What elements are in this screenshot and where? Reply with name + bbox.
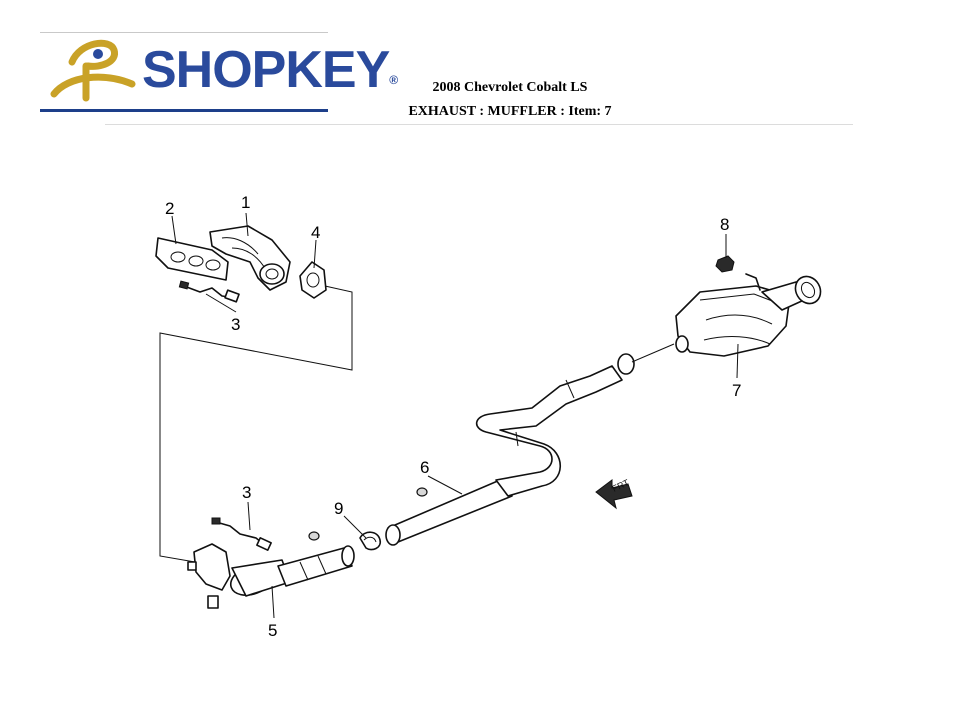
intermediate-pipe-part xyxy=(385,353,635,546)
vehicle-title: 2008 Chevrolet Cobalt LS xyxy=(432,80,588,95)
flange-gasket-part xyxy=(299,261,327,299)
logo-bottom-rule xyxy=(40,109,328,112)
brand-wordmark: SHOPKEY® xyxy=(142,41,398,99)
callout-9: 9 xyxy=(334,499,343,518)
callout-8: 8 xyxy=(720,215,729,234)
exhaust-manifold-part xyxy=(209,225,291,291)
callout-3-lower: 3 xyxy=(242,483,251,502)
manifold-gasket-part xyxy=(155,237,229,281)
callout-7: 7 xyxy=(732,381,741,400)
connector-lines xyxy=(159,285,353,563)
front-direction-arrow-icon: FRT xyxy=(595,477,633,510)
callout-numbers: 1 2 3 4 3 5 6 7 8 9 xyxy=(165,193,741,640)
catalytic-converter-part xyxy=(187,531,355,609)
breadcrumb-path: EXHAUST : MUFFLER : Item: 7 xyxy=(408,104,612,119)
callout-4: 4 xyxy=(311,223,320,242)
logo-top-rule xyxy=(40,32,328,33)
oxygen-sensor-lower-part xyxy=(211,517,272,551)
header-divider xyxy=(105,124,853,125)
muffler-part xyxy=(675,275,822,357)
shopkey-logo-icon xyxy=(50,39,136,102)
logo-figure-icon xyxy=(50,39,136,102)
callout-1: 1 xyxy=(241,193,250,212)
oxygen-sensor-upper-part xyxy=(178,280,240,303)
callout-6: 6 xyxy=(420,458,429,477)
callout-2: 2 xyxy=(165,199,174,218)
callout-5: 5 xyxy=(268,621,277,640)
callout-3-upper: 3 xyxy=(231,315,240,334)
hanger-nut-part xyxy=(715,255,761,291)
callout-leaders xyxy=(171,212,739,619)
